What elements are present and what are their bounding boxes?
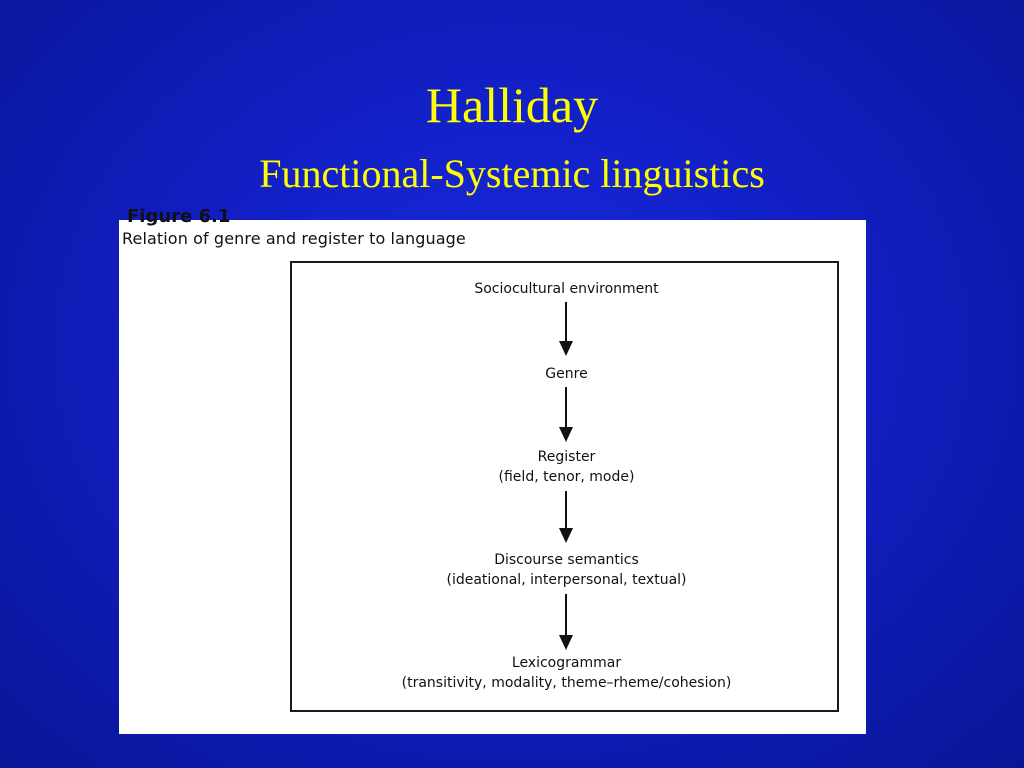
slide-subtitle: Functional-Systemic linguistics (259, 151, 765, 196)
node-detail: (field, tenor, mode) (498, 469, 635, 485)
diagram-frame: Sociocultural environment Genre Register… (290, 261, 839, 712)
node-label: Discourse semantics (494, 552, 639, 568)
figure-image: Figure 6.1 Relation of genre and registe… (119, 206, 866, 734)
node-detail: (transitivity, modality, theme–rheme/coh… (401, 675, 732, 691)
node-genre: Genre (292, 364, 841, 384)
node-discourse-semantics: Discourse semantics (ideational, interpe… (292, 550, 841, 590)
node-lexicogrammar: Lexicogrammar (transitivity, modality, t… (292, 653, 841, 693)
node-detail: (ideational, interpersonal, textual) (446, 572, 687, 588)
node-label: Lexicogrammar (511, 655, 622, 671)
node-register: Register (field, tenor, mode) (292, 447, 841, 487)
arrow-down-icon (559, 594, 573, 650)
figure-label: Figure 6.1 (127, 206, 231, 227)
arrow-down-icon (559, 491, 573, 543)
node-label: Genre (545, 366, 588, 382)
node-label: Register (537, 449, 596, 465)
node-sociocultural-environment: Sociocultural environment (292, 279, 841, 299)
node-label: Sociocultural environment (474, 281, 659, 297)
slide-title: Halliday (425, 77, 599, 133)
arrow-down-icon (559, 302, 573, 356)
figure-caption: Relation of genre and register to langua… (122, 229, 466, 248)
arrow-down-icon (559, 387, 573, 442)
